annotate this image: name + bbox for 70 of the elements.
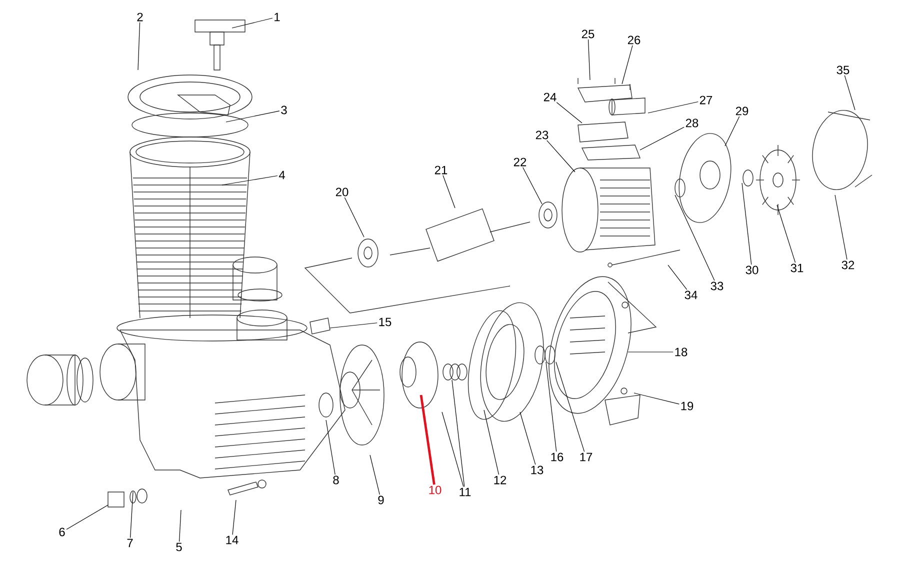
leader-line — [330, 322, 378, 328]
leader-line — [179, 510, 182, 542]
callout-number: 10 — [429, 486, 442, 494]
callout-number: 33 — [710, 282, 724, 290]
callout-number: 11 — [460, 488, 471, 496]
callout-number: 32 — [842, 260, 854, 270]
callout-number: 9 — [378, 496, 384, 504]
callout-number: 23 — [536, 130, 548, 140]
callout-number: 8 — [333, 476, 339, 484]
leader-line — [834, 194, 848, 260]
leader-line — [674, 194, 715, 281]
callout-number: 28 — [686, 118, 698, 128]
callout-number: 29 — [736, 106, 748, 116]
leader-line — [844, 75, 856, 110]
leader-line — [724, 116, 740, 146]
callout-number: 5 — [176, 542, 182, 552]
callout-number: 15 — [379, 318, 392, 326]
leader-line — [522, 167, 542, 204]
leader-line — [546, 140, 576, 172]
callout-number: 26 — [628, 36, 640, 44]
leader-line — [442, 175, 456, 208]
leader-line — [484, 410, 500, 475]
callout-number: 34 — [684, 290, 698, 300]
callout-number: 14 — [226, 536, 238, 544]
callout-number: 7 — [127, 538, 133, 548]
callout-number: 3 — [281, 106, 287, 114]
callout-number: 24 — [544, 92, 556, 102]
leader-line — [742, 182, 752, 265]
leader-line — [66, 504, 108, 530]
leader-line — [222, 175, 278, 186]
leader-line — [232, 500, 236, 535]
leader-line — [370, 454, 380, 495]
leader-line — [546, 362, 557, 452]
leader-line — [326, 420, 336, 475]
callout-number: 30 — [746, 266, 758, 274]
callout-number: 20 — [336, 188, 348, 196]
callout-number: 18 — [675, 348, 688, 356]
leader-line — [556, 362, 585, 452]
callout-number: 35 — [836, 66, 850, 74]
leader-line — [452, 380, 465, 487]
callout-number: 13 — [531, 466, 544, 474]
leader-line — [344, 197, 364, 238]
callout-number: 19 — [681, 402, 694, 410]
leader-line — [138, 22, 140, 70]
leader-line — [668, 264, 688, 290]
leader-line — [232, 18, 273, 28]
leader-line — [556, 102, 582, 124]
leader-line — [776, 204, 796, 263]
callout-number: 21 — [434, 166, 448, 174]
callout-number: 1 — [274, 12, 280, 22]
callout-number: 27 — [700, 96, 712, 104]
callout-number: 31 — [790, 264, 804, 272]
callout-number: 4 — [278, 170, 285, 180]
leader-line — [648, 101, 698, 114]
leader-line — [634, 392, 680, 404]
leader-line — [520, 412, 536, 465]
leader-line — [588, 39, 590, 80]
callout-number: 2 — [137, 12, 143, 22]
leader-line — [640, 126, 684, 150]
leader-line — [130, 492, 134, 538]
leader-line — [442, 412, 464, 487]
callout-number: 12 — [494, 476, 506, 484]
leader-line — [226, 110, 280, 122]
callout-number: 22 — [514, 158, 526, 166]
callout-number: 16 — [551, 452, 564, 462]
callout-number: 17 — [580, 452, 592, 462]
leader-line — [420, 394, 436, 485]
callout-number: 25 — [582, 30, 594, 38]
callout-number: 6 — [59, 528, 65, 536]
leader-line — [622, 45, 633, 84]
